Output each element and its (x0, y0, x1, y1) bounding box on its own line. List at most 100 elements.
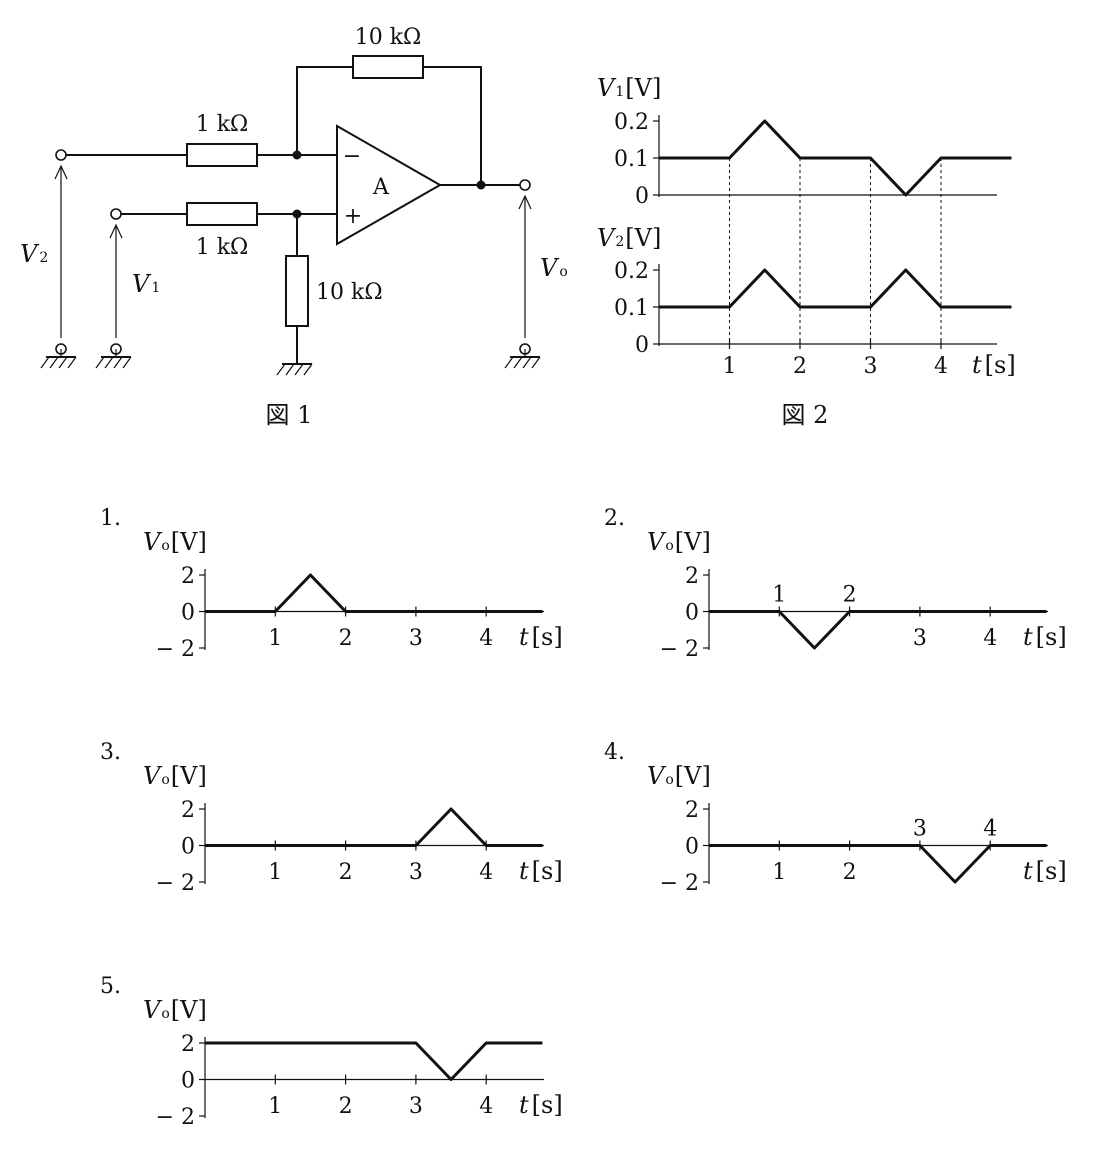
option-number: 2. (604, 506, 625, 531)
x-axis-label: t[s] (1023, 623, 1067, 651)
chart-option_2: 2 0 − 2 Vo[V] 1 2 3 4 t[s] 2. (604, 506, 1067, 662)
x-tick-label: 4 (983, 626, 997, 651)
op-amp-triangle (336, 124, 443, 246)
x-tick-label: 1 (268, 860, 282, 885)
y-tick-label: 0 (685, 835, 699, 860)
ground-hatch (95, 356, 105, 369)
input-resistor-minus-label: 1 kΩ (196, 112, 249, 137)
x-tick-label: 3 (409, 860, 423, 885)
y-tick-label: 0.1 (614, 147, 649, 172)
x-axis-label: t[s] (1023, 857, 1067, 885)
ground-hatch (40, 356, 50, 369)
ground-hatch (294, 363, 304, 376)
y-tick-label: 0 (635, 333, 649, 358)
figure1-caption: 図 1 (266, 401, 313, 429)
y-axis-label: V2[V] (597, 224, 661, 252)
y-tick-label: 0 (181, 1069, 195, 1094)
noninverting-input-sign: + (344, 204, 362, 229)
x-tick-label: 3 (864, 354, 878, 379)
ground-hatch (303, 363, 313, 376)
x-tick-label: 4 (983, 817, 997, 842)
x-tick-label: 2 (339, 626, 353, 651)
y-tick-label: − 2 (156, 1105, 195, 1130)
x-tick-label: 1 (268, 1094, 282, 1119)
series-line (205, 1041, 543, 1081)
ground-hatch (285, 363, 295, 376)
ground-hatch (504, 356, 514, 369)
x-tick-label: 3 (913, 626, 927, 651)
x-tick-label: 1 (268, 626, 282, 651)
x-axis-label: t[s] (972, 351, 1016, 379)
x-tick-label: 1 (772, 583, 786, 608)
series-line (709, 844, 1047, 884)
x-tick-label: 4 (479, 860, 493, 885)
terminal-vo (519, 179, 531, 191)
voltage-arrow-vo (518, 194, 532, 338)
ground-symbol (504, 349, 541, 369)
x-tick-label: 2 (843, 583, 857, 608)
x-tick-label: 4 (479, 1094, 493, 1119)
op-amp-label: A (372, 175, 390, 200)
series-line (709, 610, 1047, 650)
ground-hatch (276, 363, 286, 376)
input-resistor-minus (186, 143, 258, 167)
voltage-arrow-v2 (54, 164, 68, 338)
x-tick-label: 2 (793, 354, 807, 379)
y-tick-label: − 2 (156, 871, 195, 896)
y-tick-label: − 2 (660, 637, 699, 662)
x-tick-label: 1 (723, 354, 737, 379)
ground-resistor (285, 255, 309, 327)
x-axis-label: t[s] (519, 1091, 563, 1119)
option-number: 1. (100, 506, 121, 531)
x-tick-label: 1 (772, 860, 786, 885)
y-tick-label: 2 (685, 798, 699, 823)
chart-option_4: 2 0 − 2 Vo[V] 1 2 3 4 t[s] 4. (604, 740, 1067, 896)
ground-hatch (513, 356, 523, 369)
junction-dot (292, 209, 302, 219)
option-number: 5. (100, 974, 121, 999)
ground-hatch (122, 356, 132, 369)
x-tick-label: 3 (913, 817, 927, 842)
option-number: 4. (604, 740, 625, 765)
y-tick-label: 0 (181, 601, 195, 626)
input-resistor-plus (186, 202, 258, 226)
series-line (205, 573, 543, 613)
input-resistor-plus-label: 1 kΩ (196, 235, 249, 260)
y-axis-label: Vo[V] (143, 996, 207, 1024)
x-axis-label: t[s] (519, 623, 563, 651)
y-tick-label: 2 (685, 564, 699, 589)
y-tick-label: 0 (181, 835, 195, 860)
junction-dot (292, 150, 302, 160)
inverting-input-sign: − (343, 144, 361, 169)
y-axis-label: V1[V] (597, 74, 661, 102)
ground-symbol (276, 356, 313, 376)
junction-dot (476, 180, 486, 190)
series-line (659, 119, 1012, 197)
ground-hatch (49, 356, 59, 369)
y-axis-label: Vo[V] (143, 762, 207, 790)
ground-hatch (104, 356, 114, 369)
ground-symbol (40, 349, 77, 369)
y-tick-label: 2 (181, 798, 195, 823)
ground-hatch (522, 356, 532, 369)
y-tick-label: 0 (685, 601, 699, 626)
y-axis-label: Vo[V] (647, 762, 711, 790)
ground-resistor-label: 10 kΩ (316, 280, 383, 305)
y-axis-label: Vo[V] (647, 528, 711, 556)
x-tick-label: 2 (339, 1094, 353, 1119)
terminal-v2 (55, 149, 67, 161)
ground-hatch (58, 356, 68, 369)
y-tick-label: 2 (181, 1032, 195, 1057)
y-tick-label: − 2 (660, 871, 699, 896)
x-tick-label: 2 (843, 860, 857, 885)
y-tick-label: − 2 (156, 637, 195, 662)
